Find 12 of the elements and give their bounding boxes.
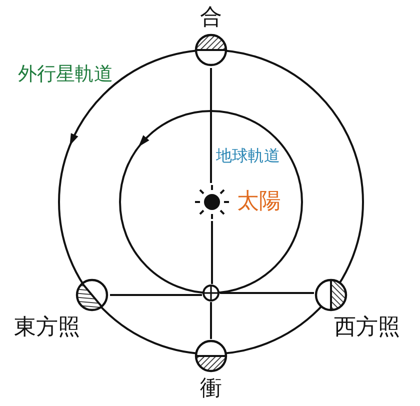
orbit-label: 地球軌道 [216,145,280,167]
planet-label: 東方照 [14,316,80,340]
connector-line [220,292,314,294]
planet-label: 西方照 [334,316,400,340]
orbit-label: 外行星軌道 [18,62,113,86]
connector-line [211,221,213,284]
planet-label: 衝 [200,377,222,401]
sun-label: 太陽 [237,190,281,214]
planet-label: 合 [200,6,222,30]
connector-line [210,302,212,339]
connector-line [210,68,212,183]
connector-line [110,294,202,296]
